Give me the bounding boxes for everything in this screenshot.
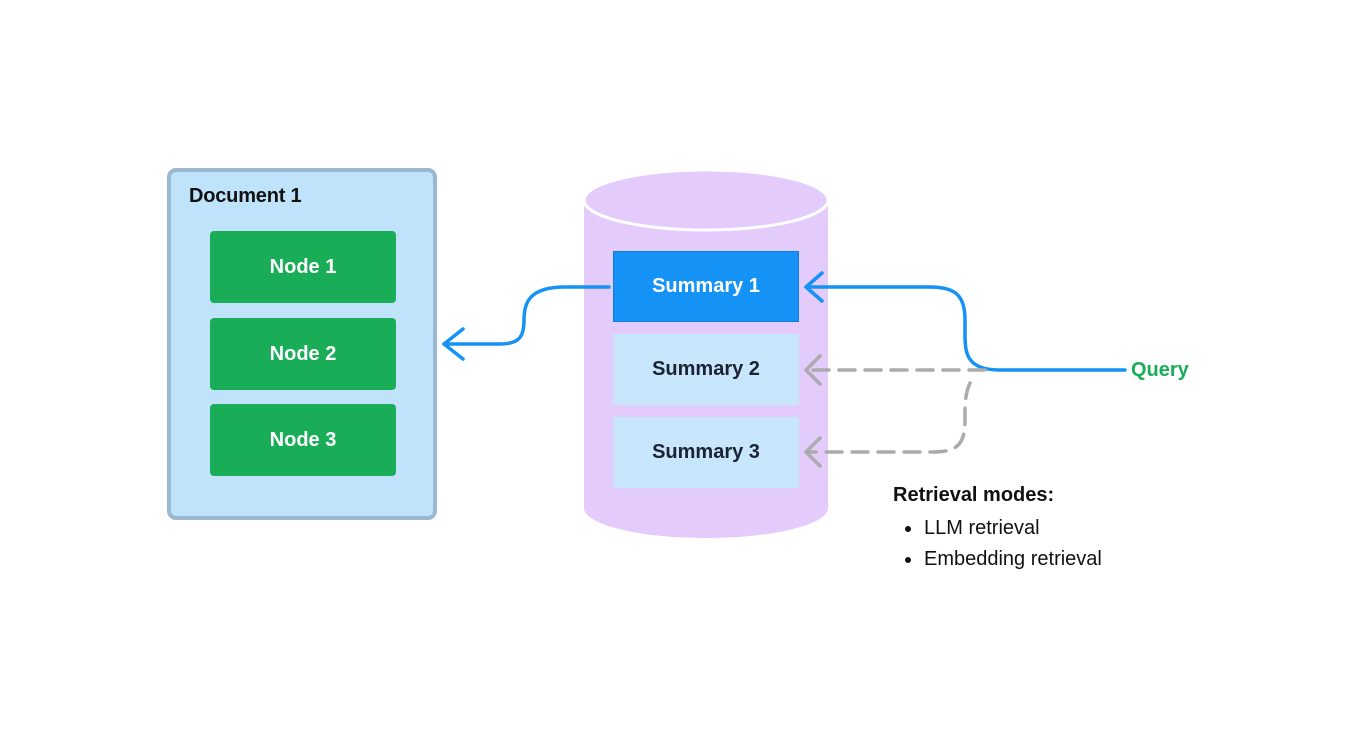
retrieval-modes-list: LLM retrieval Embedding retrieval: [893, 513, 1193, 575]
summary-2: Summary 2: [613, 334, 799, 405]
retrieval-modes-title: Retrieval modes:: [893, 484, 1055, 506]
query-to-summary-2-arrow: [804, 354, 987, 386]
document-title: Document 1: [189, 185, 302, 207]
summary-1: Summary 1: [613, 251, 799, 322]
node-3: Node 3: [210, 404, 396, 476]
retrieval-mode-item: Embedding retrieval: [893, 544, 1193, 575]
query-to-summary-3-arrow: [804, 381, 972, 468]
summary-to-document-arrow: [442, 285, 611, 361]
document-panel: Document 1 Node 1 Node 2 Node 3: [167, 168, 437, 520]
query-to-summary-1-arrow: [804, 271, 1127, 372]
retrieval-mode-item: LLM retrieval: [893, 513, 1193, 544]
summary-3: Summary 3: [613, 417, 799, 488]
retrieval-mode-label: LLM retrieval: [924, 517, 1040, 539]
bullet-icon: [905, 557, 911, 563]
bullet-icon: [905, 526, 911, 532]
retrieval-modes: Retrieval modes: LLM retrieval Embedding…: [893, 483, 1193, 575]
node-2: Node 2: [210, 318, 396, 390]
query-label: Query: [1131, 359, 1189, 381]
cylinder-top: [582, 168, 830, 232]
node-1: Node 1: [210, 231, 396, 303]
retrieval-mode-label: Embedding retrieval: [924, 548, 1102, 570]
